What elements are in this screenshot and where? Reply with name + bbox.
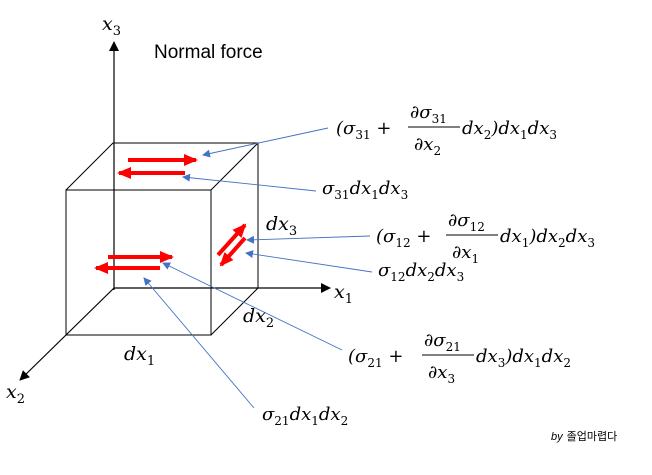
svg-text:(σ21 +: (σ21 + bbox=[348, 346, 403, 370]
leader-sigma12 bbox=[245, 250, 373, 273]
dx3-label: dx3 bbox=[266, 213, 297, 239]
cube bbox=[65, 142, 260, 336]
eq-middle-right: (σ12 + ∂σ12 ∂x1 dx1)dx2dx3 bbox=[376, 210, 595, 266]
eq-sigma12: σ12dx2dx3 bbox=[378, 260, 464, 284]
cube-top-edges bbox=[65, 142, 260, 191]
svg-text:(σ12 +: (σ12 + bbox=[376, 226, 431, 250]
x1-label: x1 bbox=[334, 281, 353, 307]
leader-lines bbox=[143, 127, 373, 409]
svg-text:(σ31 +: (σ31 + bbox=[336, 118, 391, 142]
leader-sigma21 bbox=[143, 277, 255, 409]
sigma12-plus-arrow bbox=[216, 223, 247, 257]
svg-text:∂x2: ∂x2 bbox=[414, 134, 441, 158]
leader-eq-bottom-right bbox=[162, 262, 343, 351]
sigma12-minus-arrow bbox=[219, 236, 247, 267]
eq-bottom-right: (σ21 + ∂σ21 ∂x3 dx3)dx1dx2 bbox=[348, 330, 571, 386]
svg-text:∂σ12: ∂σ12 bbox=[448, 210, 485, 234]
x2-label: x2 bbox=[6, 381, 25, 407]
stress-arrows bbox=[94, 154, 247, 274]
leader-eq-top-right bbox=[202, 127, 329, 158]
svg-text:∂σ21: ∂σ21 bbox=[424, 330, 461, 354]
x3-label: x3 bbox=[102, 13, 121, 39]
eq-sigma21: σ21dx1dx2 bbox=[262, 404, 348, 428]
x2-axis bbox=[19, 287, 115, 381]
leader-eq-middle-right bbox=[246, 235, 371, 244]
svg-text:dx1)dx2dx3: dx1)dx2dx3 bbox=[500, 226, 595, 250]
diagram-title: Normal force bbox=[154, 42, 263, 63]
eq-top-right: (σ31 + ∂σ31 ∂x2 dx2)dx1dx3 bbox=[336, 102, 557, 158]
eq-sigma31: σ31dx1dx3 bbox=[322, 178, 408, 202]
svg-text:dx2)dx1dx3: dx2)dx1dx3 bbox=[462, 118, 557, 142]
svg-text:∂x1: ∂x1 bbox=[452, 242, 479, 266]
svg-text:∂x3: ∂x3 bbox=[428, 362, 455, 386]
cube-front-face bbox=[65, 189, 212, 336]
dx1-label: dx1 bbox=[124, 343, 155, 369]
svg-text:dx3)dx1dx2: dx3)dx1dx2 bbox=[476, 346, 571, 370]
leader-sigma31 bbox=[182, 173, 317, 192]
cube-right-edges bbox=[210, 143, 259, 336]
dx2-label: dx2 bbox=[243, 305, 274, 331]
svg-text:∂σ31: ∂σ31 bbox=[410, 102, 447, 126]
coordinate-axes bbox=[19, 41, 331, 381]
